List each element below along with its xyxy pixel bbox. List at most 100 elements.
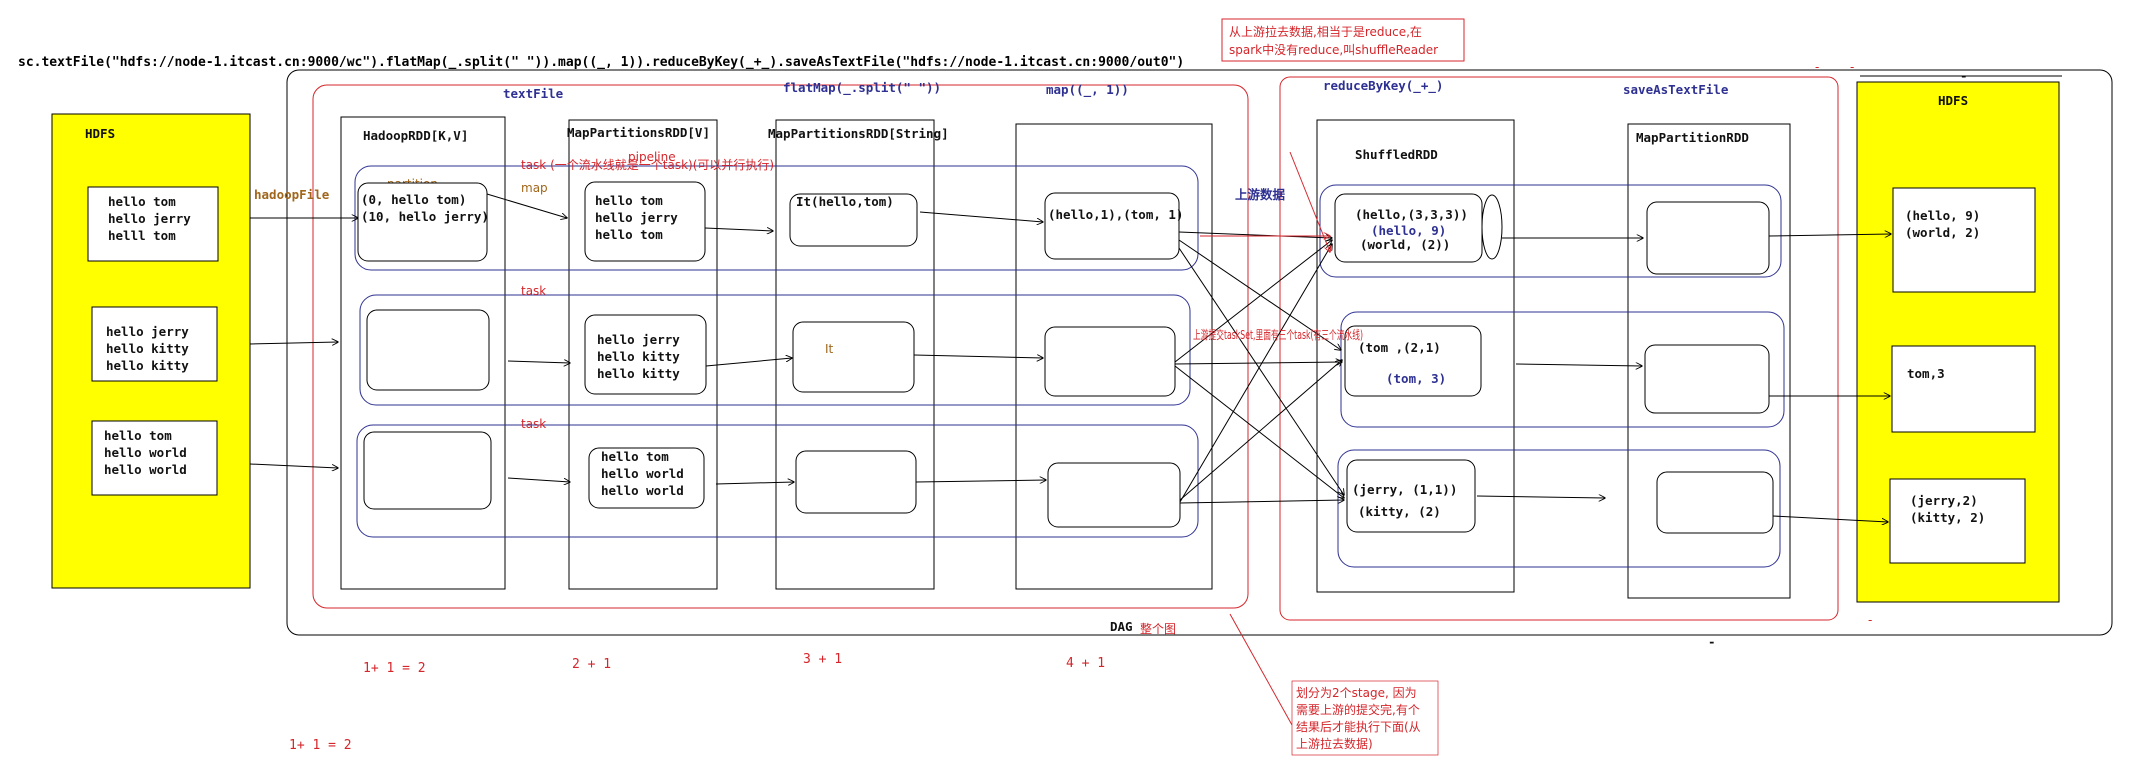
hdfs-left-block-1: [87, 186, 219, 262]
bottom-count: 1+ 1 = 2: [289, 738, 352, 753]
stray-mark-1: -: [1850, 60, 1854, 74]
reduce-row-3: [1337, 449, 1781, 568]
edge-shuffle: [1174, 231, 1344, 503]
mp2-partition-2: [792, 321, 915, 393]
map-partition-3: [1047, 462, 1181, 528]
mp-rdd-string-title: MapPartitionsRDD[String]: [768, 126, 949, 141]
mp1-partition-2-line-2: hello kitty: [597, 349, 680, 364]
edge-shuffled-to-mp-out: [1476, 238, 1643, 498]
label-save-as-text-file: saveAsTextFile: [1623, 82, 1729, 97]
hdfs-left-block-3-line-1: hello tom: [104, 428, 172, 443]
hdfs-left-block-1-line-3: helll tom: [108, 228, 176, 243]
shuffled-partition-1-tail: [1481, 194, 1503, 260]
mp1-partition-1: [584, 181, 706, 262]
shuffled-partition-3: [1346, 459, 1476, 533]
pipeline-row-3: [356, 424, 1199, 538]
hdfs-left-block-3: [91, 420, 218, 496]
hadoop-partition-3: [363, 431, 492, 510]
top-note-box: [1221, 18, 1465, 62]
mp1-partition-3-line-1: hello tom: [601, 449, 669, 464]
mp1-partition-2-line-3: hello kitty: [597, 366, 680, 381]
shuffled-partition-1-line-1: (hello,(3,3,3)): [1355, 207, 1468, 222]
map-partition-1-text: (hello,1),(tom, 1): [1048, 207, 1183, 222]
shuffled-partition-3-line-2: (kitty, (2): [1358, 504, 1441, 519]
mp-rdd-v-column: [568, 119, 718, 590]
shuffled-partition-2-line-1: (tom ,(2,1): [1358, 340, 1441, 355]
hadoop-file-label: hadoopFile: [254, 187, 330, 202]
top-note-line-1: 从上游拉去数据,相当于是reduce,在: [1229, 24, 1422, 39]
top-note-line-2: spark中没有reduce,叫shuffleReader: [1229, 42, 1438, 57]
shuffled-partition-2-result: (tom, 3): [1386, 371, 1446, 386]
hdfs-right-block-3-line-2: (kitty, 2): [1910, 510, 1985, 525]
count-4: 4 + 1: [1066, 656, 1105, 671]
label-flat-map: flatMap(_.split(" ")): [783, 80, 941, 96]
label-reduce-by-key: reduceByKey(_+_): [1323, 78, 1443, 94]
hdfs-right-block-3-line-1: (jerry,2): [1910, 493, 1978, 508]
dag-label: DAG: [1110, 619, 1133, 634]
mp1-partition-3-line-3: hello world: [601, 483, 684, 498]
task-row-2-label: task: [521, 284, 546, 298]
map-label: map: [521, 181, 548, 195]
edge-hdfs-to-hadoop: [249, 218, 358, 468]
mp-out-partition-1: [1646, 201, 1770, 275]
hdfs-left-block-2: [91, 306, 218, 382]
mp-out-column: [1627, 123, 1791, 599]
hdfs-left-block-1-line-1: hello tom: [108, 194, 176, 209]
stage-note-line-1: 划分为2个stage, 因为: [1296, 686, 1417, 700]
shuffled-partition-1-result: (hello, 9): [1371, 223, 1446, 238]
hdfs-right-title: HDFS: [1938, 93, 1968, 108]
shuffled-partition-3-line-1: (jerry, (1,1)): [1352, 482, 1457, 497]
count-1: 1+ 1 = 2: [363, 661, 426, 676]
task-row-3-label: task: [521, 417, 546, 431]
mp-out-title: MapPartitionRDD: [1636, 130, 1749, 145]
hdfs-right-block-1: [1892, 187, 2036, 293]
hdfs-right-block-1-line-2: (world, 2): [1905, 225, 1980, 240]
edge-red-upstream: [1200, 151, 1330, 252]
shuffled-partition-2: [1344, 325, 1482, 397]
stray-mark-3: -: [1708, 634, 1716, 649]
stage-note-box: [1291, 680, 1439, 756]
hadoop-rdd-title: HadoopRDD[K,V]: [363, 128, 468, 143]
mp-out-partition-3: [1656, 471, 1774, 534]
mp-rdd-string-column: [775, 119, 935, 590]
stage1-box: [312, 84, 1249, 609]
mp2-partition-2-text: It: [825, 342, 834, 356]
hdfs-left-block-2-line-1: hello jerry: [106, 324, 189, 339]
stage2-box: [1279, 76, 1839, 621]
task-row-1-note: task (一个流水线就是一个task)(可以并行执行): [521, 158, 774, 172]
stage-note-pointer: [1229, 613, 1293, 726]
map-partition-2: [1044, 326, 1176, 397]
edge-mp2-to-map: [913, 211, 1046, 482]
mp1-partition-2: [584, 314, 707, 395]
mp2-partition-1-text: It(hello,tom): [796, 194, 894, 209]
stage-note-line-3: 结果后才能执行下面(从: [1296, 720, 1421, 734]
count-2: 2 + 1: [572, 657, 611, 672]
code-line: sc.textFile("hdfs://node-1.itcast.cn:900…: [18, 55, 1184, 70]
hadoop-rdd-column: [340, 116, 506, 590]
hdfs-left-block-3-line-2: hello world: [104, 445, 187, 460]
reduce-row-2: [1340, 311, 1785, 428]
upstream-note: 上游提交taskSet,里面有三个task(有三个流水线): [1193, 327, 1363, 342]
stage-note-line-4: 上游拉去数据): [1296, 736, 1373, 751]
mp2-partition-1: [789, 193, 918, 247]
label-map: map((_, 1)): [1046, 82, 1129, 98]
hdfs-left-block-2-line-2: hello kitty: [106, 341, 189, 356]
whole-graph-label: 整个图: [1140, 621, 1176, 636]
mp1-partition-3: [588, 447, 705, 509]
edge-mp-out-to-hdfs: [1768, 234, 1891, 522]
stage-note-line-2: 需要上游的提交完,有个: [1296, 702, 1420, 717]
hadoop-partition-1-line-2: (10, hello jerry): [361, 209, 489, 224]
mp1-partition-1-line-2: hello jerry: [595, 210, 678, 225]
hadoop-partition-2: [366, 309, 490, 391]
mp1-partition-3-line-2: hello world: [601, 466, 684, 481]
stray-mark-2: -: [1868, 613, 1872, 627]
hdfs-left-title: HDFS: [85, 126, 115, 141]
shuffled-rdd-column: [1316, 119, 1515, 593]
stray-mark-4: -: [1815, 60, 1819, 74]
shuffled-rdd-title: ShuffledRDD: [1355, 147, 1438, 162]
edge-hadoop-to-mp1: [486, 193, 570, 482]
hdfs-right-block-2: [1891, 345, 2036, 433]
mp1-partition-2-line-1: hello jerry: [597, 332, 680, 347]
mp-out-partition-2: [1644, 344, 1770, 414]
